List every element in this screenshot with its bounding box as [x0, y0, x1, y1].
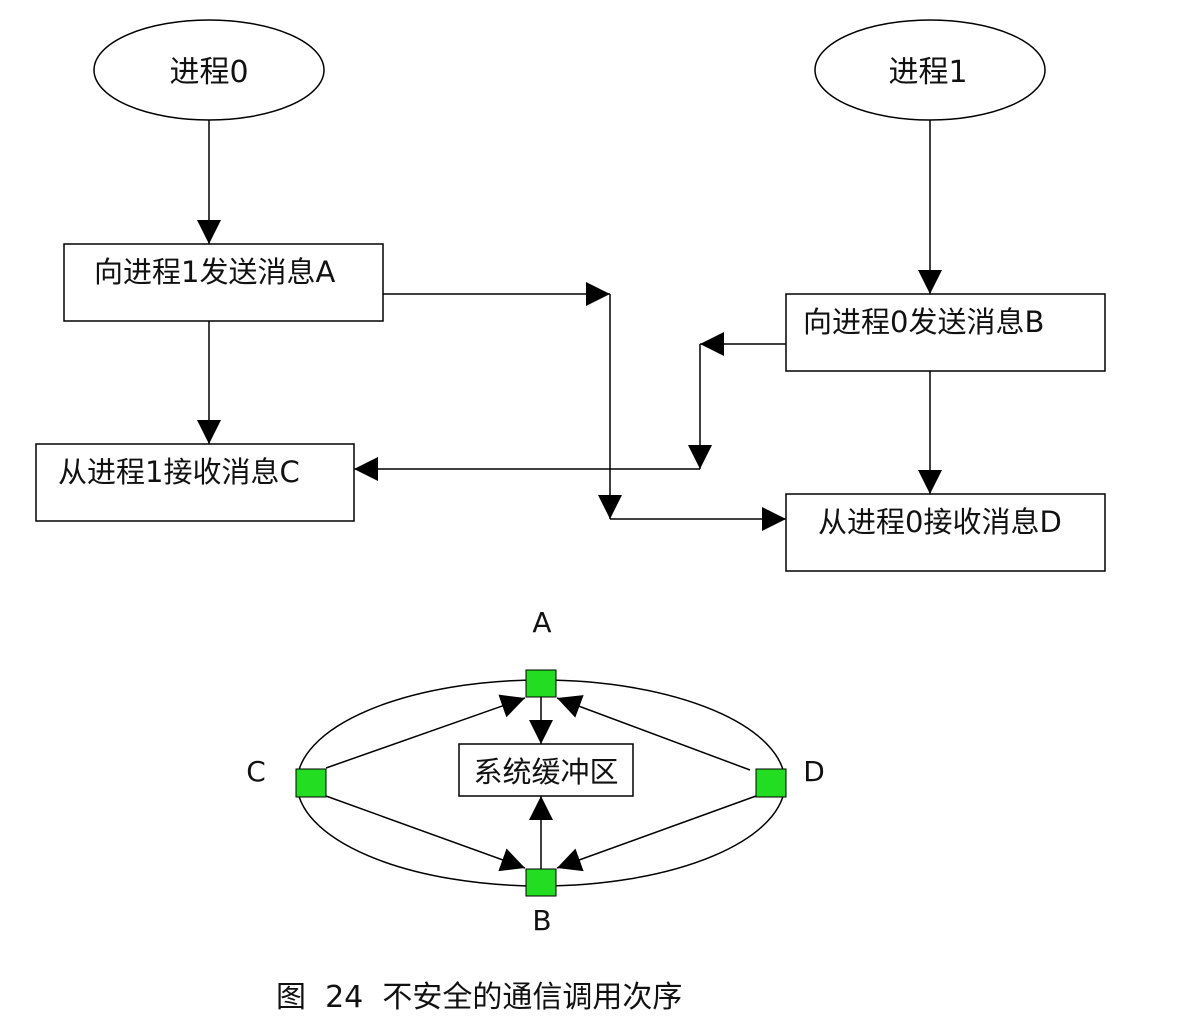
node-a-label: A: [532, 606, 551, 639]
buffer-label: 系统缓冲区: [473, 755, 618, 789]
recv-c-box: 从进程1接收消息C: [35, 443, 355, 522]
caption-prefix: 图: [276, 980, 306, 1015]
caption-number: 24: [325, 980, 364, 1015]
node-c-square: [295, 768, 327, 798]
arrow-d-to-a: [556, 695, 751, 771]
process0-label: 进程0: [169, 55, 248, 90]
send-a-box: 向进程1发送消息A: [63, 243, 384, 322]
send-b-box: 向进程0发送消息B: [785, 293, 1106, 372]
arrow-c-to-b: [325, 795, 526, 872]
buffer-diagram: 系统缓冲区 A B C D: [246, 606, 825, 937]
buffer-box: 系统缓冲区: [458, 743, 634, 797]
recv-c-label: 从进程1接收消息C: [58, 455, 300, 489]
node-a-square: [525, 669, 557, 698]
node-b-square: [525, 868, 557, 897]
recv-d-box: 从进程0接收消息D: [785, 493, 1106, 572]
process0-node: 进程0: [93, 19, 325, 121]
node-b-label: B: [532, 904, 551, 937]
send-a-label: 向进程1发送消息A: [94, 255, 335, 289]
node-d-square: [755, 768, 787, 798]
node-c-label: C: [246, 755, 266, 788]
arrow-d-to-b: [556, 795, 757, 872]
arrow-c-to-a: [325, 694, 526, 769]
send-b-label: 向进程0发送消息B: [803, 305, 1044, 339]
node-d-label: D: [803, 755, 825, 788]
process1-label: 进程1: [888, 55, 967, 90]
recv-d-label: 从进程0接收消息D: [818, 505, 1062, 539]
caption-text: 不安全的通信调用次序: [382, 980, 683, 1015]
figure-caption: 图 24 不安全的通信调用次序: [276, 972, 682, 1016]
process1-node: 进程1: [814, 19, 1046, 121]
